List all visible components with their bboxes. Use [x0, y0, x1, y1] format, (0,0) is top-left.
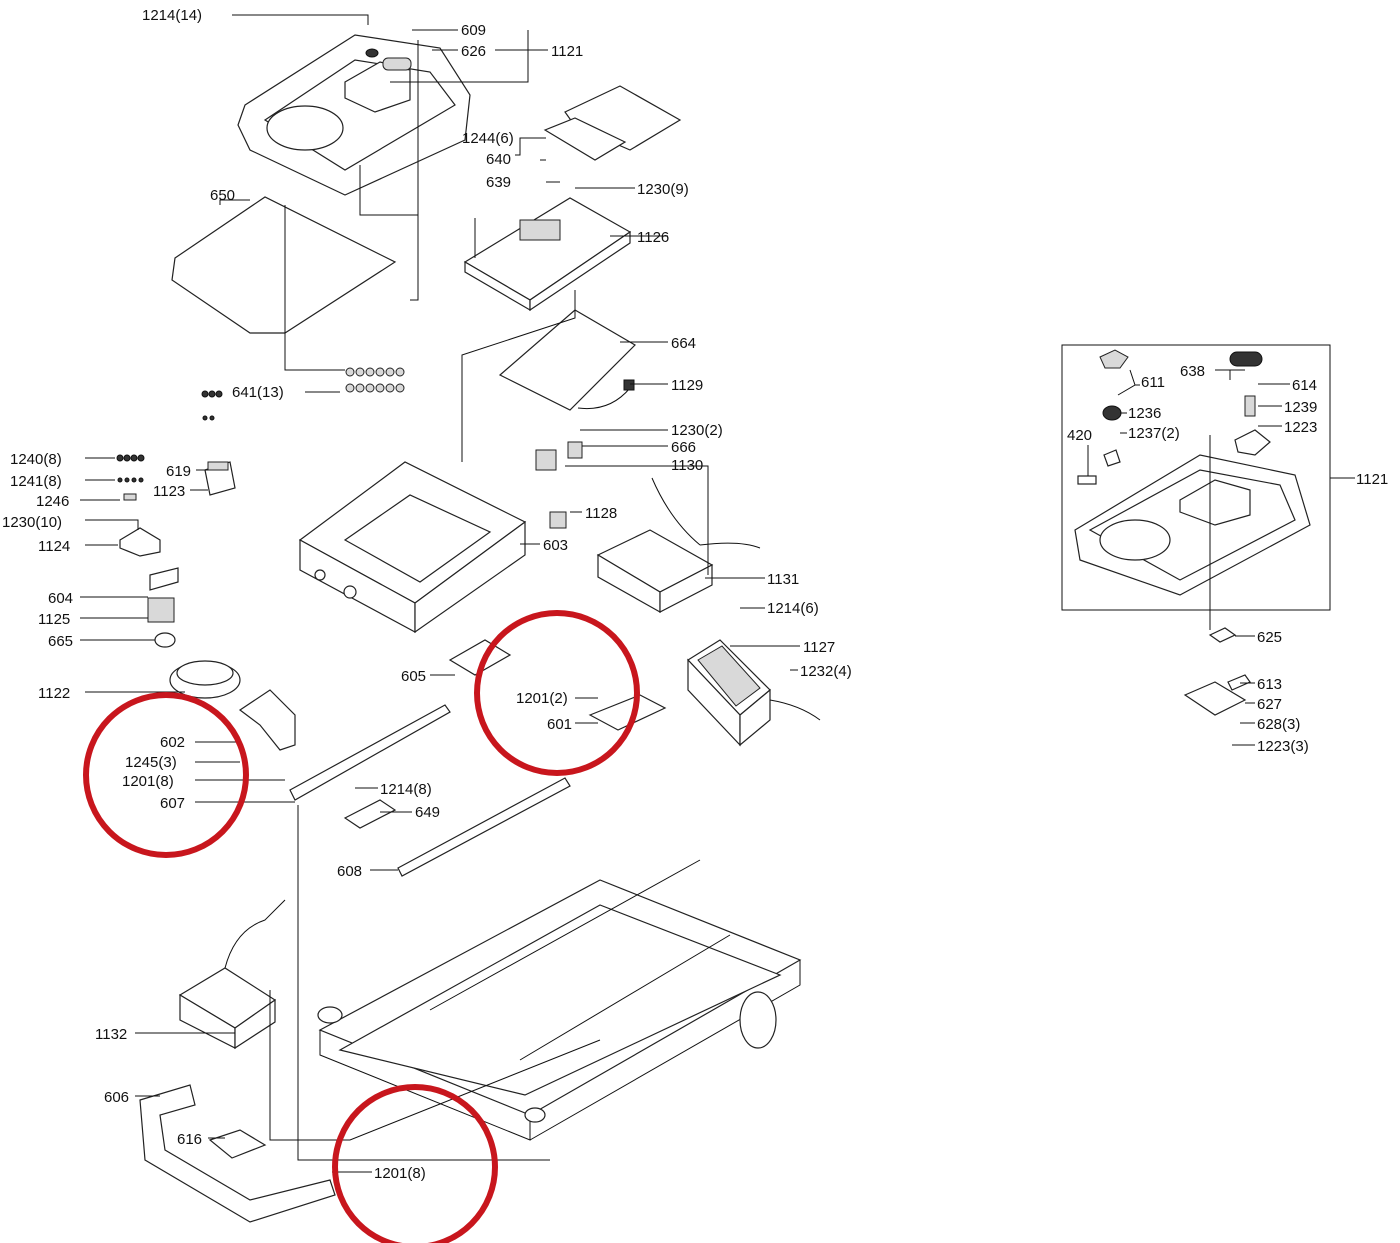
bracket-601-part — [588, 694, 667, 731]
label-605: 605 — [401, 668, 426, 685]
label-638: 638 — [1180, 363, 1205, 380]
gasket-650-part — [171, 196, 397, 334]
label-1201-8-lower: 1201(8) — [374, 1165, 426, 1182]
label-611: 611 — [1141, 374, 1165, 391]
leader-lines — [80, 14, 1355, 1173]
switch-666-part — [567, 441, 583, 459]
label-649: 649 — [415, 804, 440, 821]
top-cover-part — [237, 34, 471, 196]
plate-616-part — [208, 1129, 267, 1159]
label-1230-9: 1230(9) — [637, 181, 689, 198]
label-608: 608 — [337, 863, 362, 880]
label-1214-8: 1214(8) — [380, 781, 432, 798]
label-606: 606 — [104, 1089, 129, 1106]
label-1236: 1236 — [1128, 405, 1161, 422]
label-1131: 1131 — [767, 571, 799, 588]
label-625: 625 — [1257, 629, 1282, 646]
label-613: 613 — [1257, 676, 1282, 693]
label-1230-10: 1230(10) — [2, 514, 62, 531]
part-labels: 1214(14) 609 626 1121 1244(6) 640 639 12… — [2, 7, 1388, 1182]
label-1245-3: 1245(3) — [125, 754, 177, 771]
charger-1127-part — [687, 639, 821, 747]
label-628-3: 628(3) — [1257, 716, 1300, 733]
bracket-605-part — [448, 639, 512, 676]
label-1130: 1130 — [671, 457, 703, 474]
board-1128-part — [549, 511, 567, 529]
label-640: 640 — [486, 151, 511, 168]
label-607: 607 — [160, 795, 185, 812]
rail-607-part — [289, 704, 451, 801]
highlight-ring-middle — [474, 610, 640, 776]
left-small-parts — [116, 390, 296, 751]
frame-part — [317, 859, 802, 1141]
label-609: 609 — [461, 22, 486, 39]
label-1126: 1126 — [637, 229, 669, 246]
label-1237-2: 1237(2) — [1128, 425, 1180, 442]
highlight-ring-left — [83, 692, 249, 858]
label-1223: 1223 — [1284, 419, 1317, 436]
label-604: 604 — [48, 590, 73, 607]
label-1122: 1122 — [38, 685, 70, 702]
highlight-ring-bottom — [332, 1084, 498, 1243]
label-1125: 1125 — [38, 611, 70, 628]
label-601: 601 — [547, 716, 572, 733]
label-665: 665 — [48, 633, 73, 650]
label-603: 603 — [543, 537, 568, 554]
label-1201-2: 1201(2) — [516, 690, 568, 707]
label-664: 664 — [671, 335, 696, 352]
label-1127: 1127 — [803, 639, 835, 656]
label-1124: 1124 — [38, 538, 70, 555]
pcb-cover-part — [543, 85, 682, 161]
label-1201-8-upper: 1201(8) — [122, 773, 174, 790]
label-641-13: 641(13) — [232, 384, 284, 401]
label-639: 639 — [486, 174, 511, 191]
label-616: 616 — [177, 1131, 202, 1148]
label-1214-6: 1214(6) — [767, 600, 819, 617]
cable-1129-part — [577, 387, 631, 410]
bracket-606-part — [139, 1084, 336, 1223]
label-1240-8: 1240(8) — [10, 451, 62, 468]
nut-group-641 — [345, 367, 405, 393]
label-1241-8: 1241(8) — [10, 473, 62, 490]
label-1232-4: 1232(4) — [800, 663, 852, 680]
bracket-649-part — [343, 799, 397, 829]
label-666: 666 — [671, 439, 696, 456]
label-627: 627 — [1257, 696, 1282, 713]
label-614: 614 — [1292, 377, 1317, 394]
label-1128: 1128 — [585, 505, 617, 522]
rail-608-part — [397, 777, 571, 877]
main-tray-part — [298, 461, 527, 634]
label-1121: 1121 — [551, 43, 583, 60]
gasket-664-part — [498, 309, 636, 411]
label-1244-6: 1244(6) — [462, 130, 514, 147]
label-1214-14: 1214(14) — [142, 7, 202, 24]
label-619: 619 — [166, 463, 191, 480]
label-1121-inset: 1121 — [1356, 471, 1388, 488]
label-1230-2: 1230(2) — [671, 422, 723, 439]
label-1129: 1129 — [671, 377, 703, 394]
label-602: 602 — [160, 734, 185, 751]
label-626: 626 — [461, 43, 486, 60]
detail-inset — [1061, 344, 1331, 716]
label-1239: 1239 — [1284, 399, 1317, 416]
label-650: 650 — [210, 187, 235, 204]
module-1131-part — [596, 477, 761, 614]
label-1246: 1246 — [36, 493, 69, 510]
label-1123: 1123 — [153, 483, 185, 500]
motor-1132-part — [178, 899, 286, 1050]
label-1223-3: 1223(3) — [1257, 738, 1309, 755]
label-420: 420 — [1067, 427, 1092, 444]
controller-housing-part — [463, 197, 632, 312]
label-1132: 1132 — [95, 1026, 127, 1043]
